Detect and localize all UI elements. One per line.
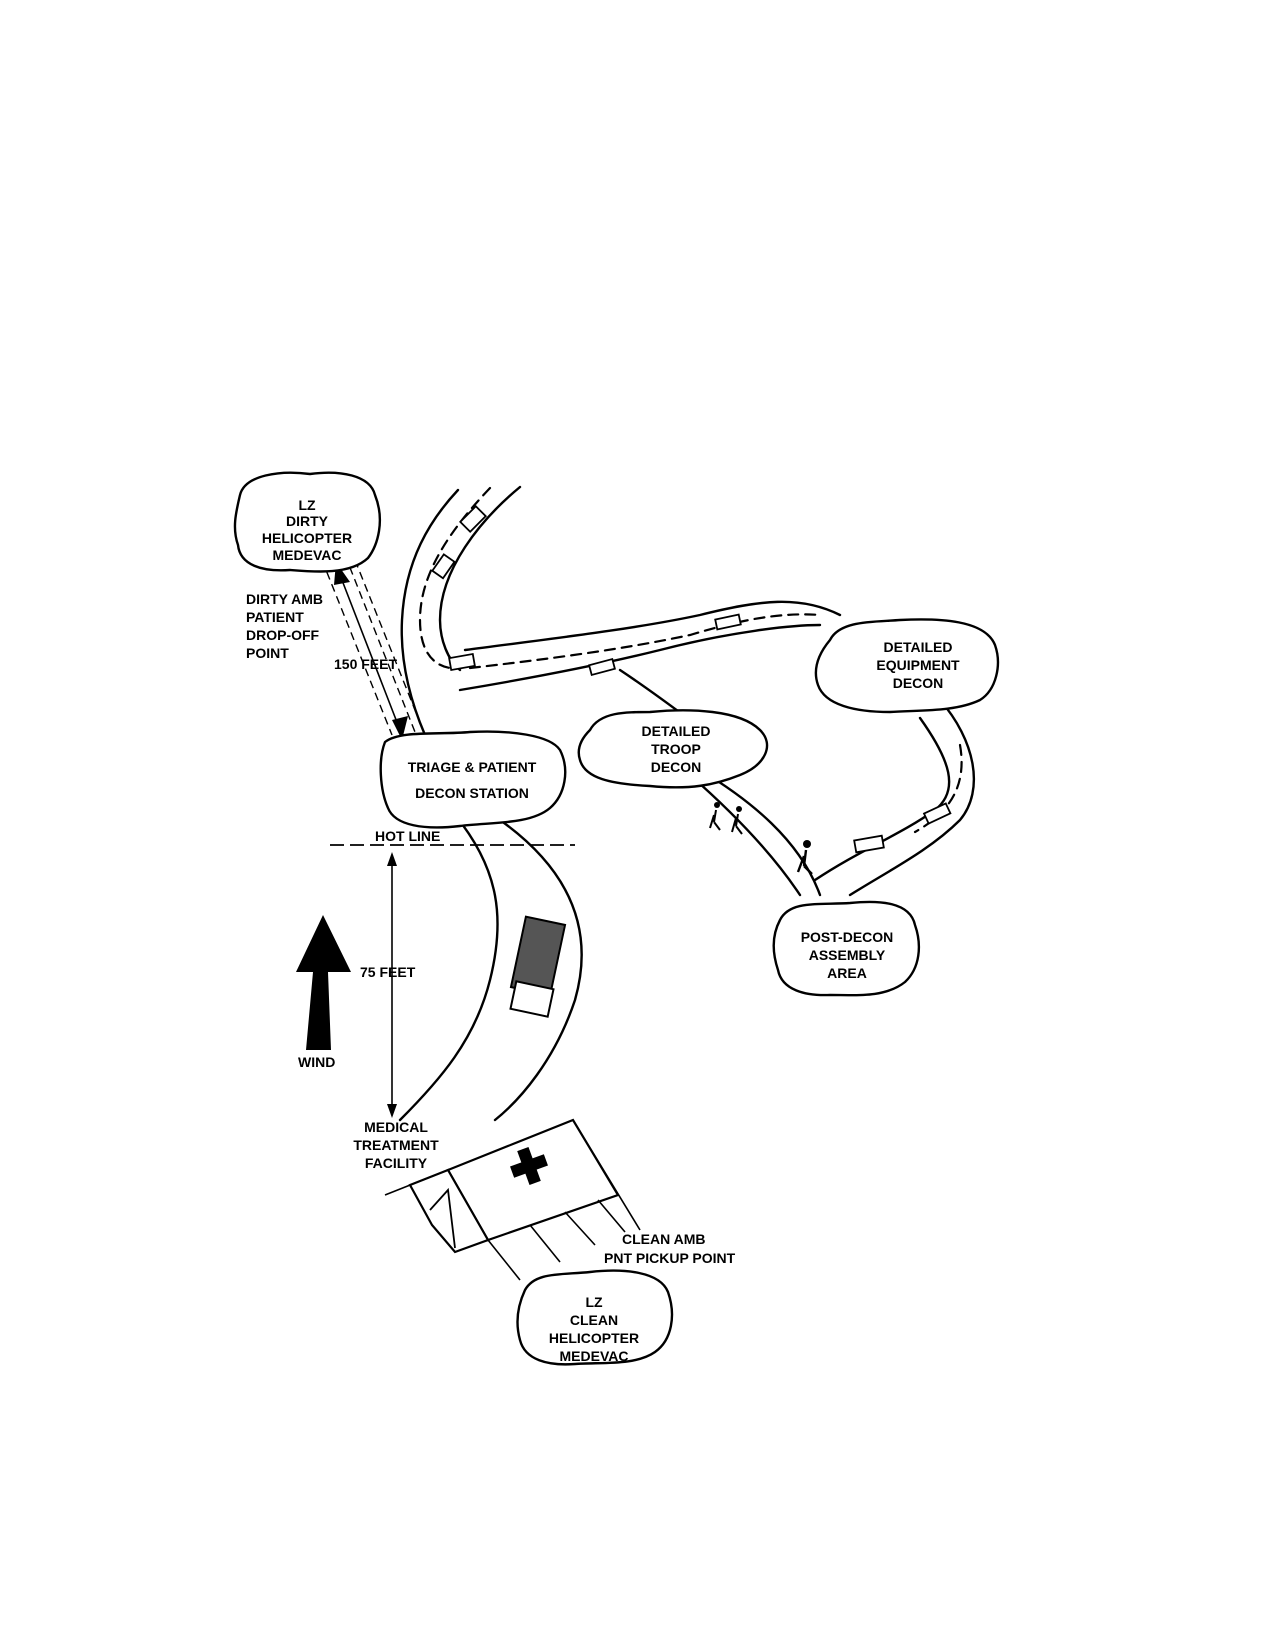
svg-text:TRIAGE & PATIENT: TRIAGE & PATIENT xyxy=(408,759,537,775)
label-troop-decon: DETAILED TROOP DECON xyxy=(642,723,711,775)
triage-blob xyxy=(379,730,567,829)
svg-text:MEDICAL: MEDICAL xyxy=(364,1119,428,1135)
label-wind: WIND xyxy=(298,1054,335,1070)
svg-text:DETAILED: DETAILED xyxy=(884,639,953,655)
svg-text:LZ: LZ xyxy=(298,497,316,513)
svg-text:ASSEMBLY: ASSEMBLY xyxy=(809,947,886,963)
svg-text:DECON STATION: DECON STATION xyxy=(415,785,529,801)
svg-text:HELICOPTER: HELICOPTER xyxy=(262,530,352,546)
svg-text:MEDEVAC: MEDEVAC xyxy=(273,547,342,563)
svg-text:CLEAN: CLEAN xyxy=(570,1312,618,1328)
svg-text:CLEAN AMB: CLEAN AMB xyxy=(622,1231,705,1247)
label-lz-dirty: LZ DIRTY HELICOPTER MEDEVAC xyxy=(262,497,352,563)
svg-text:DIRTY AMB: DIRTY AMB xyxy=(246,591,323,607)
svg-text:POINT: POINT xyxy=(246,645,289,661)
lz-clean-blob xyxy=(516,1269,674,1366)
label-lz-clean: LZ CLEAN HELICOPTER MEDEVAC xyxy=(549,1294,639,1364)
label-medical-facility: MEDICAL TREATMENT FACILITY xyxy=(353,1119,439,1171)
svg-text:DETAILED: DETAILED xyxy=(642,723,711,739)
truck-icon xyxy=(509,915,567,1018)
svg-text:DECON: DECON xyxy=(651,759,702,775)
up-arrow-icon xyxy=(296,915,351,1050)
label-hot-line: HOT LINE xyxy=(375,828,440,844)
svg-text:TREATMENT: TREATMENT xyxy=(353,1137,439,1153)
label-triage: TRIAGE & PATIENT DECON STATION xyxy=(408,759,537,801)
troop-decon-blob xyxy=(577,709,769,789)
svg-text:DROP-OFF: DROP-OFF xyxy=(246,627,320,643)
cross-icon xyxy=(510,1147,548,1185)
label-post-decon: POST-DECON ASSEMBLY AREA xyxy=(801,929,894,981)
svg-text:DIRTY: DIRTY xyxy=(286,513,329,529)
person-walking-icon xyxy=(709,802,813,875)
svg-text:AREA: AREA xyxy=(827,965,867,981)
svg-text:PNT PICKUP POINT: PNT PICKUP POINT xyxy=(604,1250,736,1266)
label-equipment-decon: DETAILED EQUIPMENT DECON xyxy=(876,639,960,691)
equipment-decon-blob xyxy=(814,618,999,714)
label-clean-amb: CLEAN AMB PNT PICKUP POINT xyxy=(604,1231,736,1266)
post-decon-blob xyxy=(772,900,921,997)
svg-text:EQUIPMENT: EQUIPMENT xyxy=(876,657,960,673)
label-dirty-amb: DIRTY AMB PATIENT DROP-OFF POINT xyxy=(246,591,323,661)
label-75-feet: 75 FEET xyxy=(360,964,416,980)
road-network xyxy=(398,485,975,1122)
svg-text:LZ: LZ xyxy=(585,1294,603,1310)
svg-text:TROOP: TROOP xyxy=(651,741,701,757)
dirty-amb-route xyxy=(321,554,426,740)
svg-text:HELICOPTER: HELICOPTER xyxy=(549,1330,639,1346)
svg-text:DECON: DECON xyxy=(893,675,944,691)
lz-dirty-blob xyxy=(233,471,382,573)
svg-text:POST-DECON: POST-DECON xyxy=(801,929,894,945)
label-150-feet: 150 FEET xyxy=(334,656,397,672)
medical-tent xyxy=(384,1118,641,1281)
svg-text:MEDEVAC: MEDEVAC xyxy=(560,1348,629,1364)
svg-text:FACILITY: FACILITY xyxy=(365,1155,428,1171)
tank-icon xyxy=(431,504,952,854)
measure-75-feet xyxy=(387,852,397,1118)
svg-text:PATIENT: PATIENT xyxy=(246,609,304,625)
